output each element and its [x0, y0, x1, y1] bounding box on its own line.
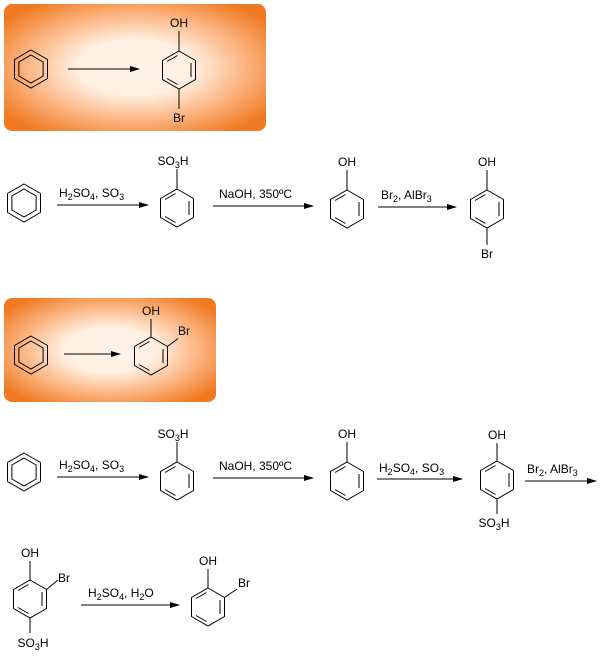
reagent-naoh: NaOH, 350ºC: [219, 187, 292, 201]
bromo-label: Br: [178, 324, 190, 338]
bromo-label: Br: [238, 576, 250, 590]
route-ortho: H2SO4, SO3 SO3H NaOH, 350ºC OH H2SO4, SO…: [7, 427, 597, 652]
hydroxyl-label: OH: [170, 16, 188, 30]
target-box-para: OH Br: [4, 4, 266, 131]
benzenesulfonic-acid-molecule: SO3H: [157, 154, 194, 228]
benzene-molecule: [7, 452, 41, 492]
reagent-desulfonation: H2SO4, H2O: [88, 586, 154, 602]
target-box-ortho-background: [4, 298, 216, 402]
2-bromophenol-molecule: OH Br: [191, 554, 250, 627]
reagent-sulfonation: H2SO4, SO3: [379, 461, 444, 477]
sulfonic-acid-label: SO3H: [478, 516, 509, 532]
route-para: H2SO4, SO3 SO3H NaOH, 350ºC OH Br2, AlBr…: [7, 154, 504, 261]
hydroxyl-label: OH: [142, 304, 160, 318]
sulfonic-acid-label: SO3H: [157, 154, 188, 170]
phenol-molecule: OH: [330, 427, 364, 501]
reagent-sulfonation: H2SO4, SO3: [59, 186, 124, 202]
benzene-molecule: [14, 335, 48, 375]
reagent-sulfonation: H2SO4, SO3: [59, 458, 124, 474]
sulfonic-acid-label: SO3H: [17, 636, 48, 652]
reagent-naoh: NaOH, 350ºC: [219, 459, 292, 473]
3-bromo-4-hydroxybenzenesulfonic-acid-molecule: OH Br SO3H: [13, 546, 70, 652]
reagent-bromination: Br2, AlBr3: [381, 188, 432, 204]
phenol-molecule: OH: [330, 155, 364, 229]
hydroxyl-label: OH: [199, 554, 217, 568]
bromo-label: Br: [173, 111, 185, 125]
benzenesulfonic-acid-molecule: SO3H: [157, 427, 194, 501]
hydroxyl-label: OH: [478, 155, 496, 169]
sulfonic-acid-label: SO3H: [157, 427, 188, 443]
target-box-ortho: OH Br: [4, 298, 216, 402]
4-bromophenol-molecule: OH Br: [162, 16, 196, 125]
bromo-label: Br: [58, 571, 70, 585]
2-bromophenol-molecule: OH Br: [134, 304, 190, 376]
reagent-bromination: Br2, AlBr3: [527, 462, 578, 478]
hydroxyl-label: OH: [488, 428, 506, 442]
benzene-molecule: [7, 183, 41, 223]
hydroxyl-label: OH: [338, 155, 356, 169]
benzene-molecule: [14, 49, 48, 89]
bromo-label: Br: [481, 247, 493, 261]
hydroxyl-label: OH: [21, 546, 39, 560]
4-hydroxybenzenesulfonic-acid-molecule: OH SO3H: [478, 428, 514, 532]
hydroxyl-label: OH: [338, 427, 356, 441]
4-bromophenol-molecule: OH Br: [470, 155, 504, 261]
